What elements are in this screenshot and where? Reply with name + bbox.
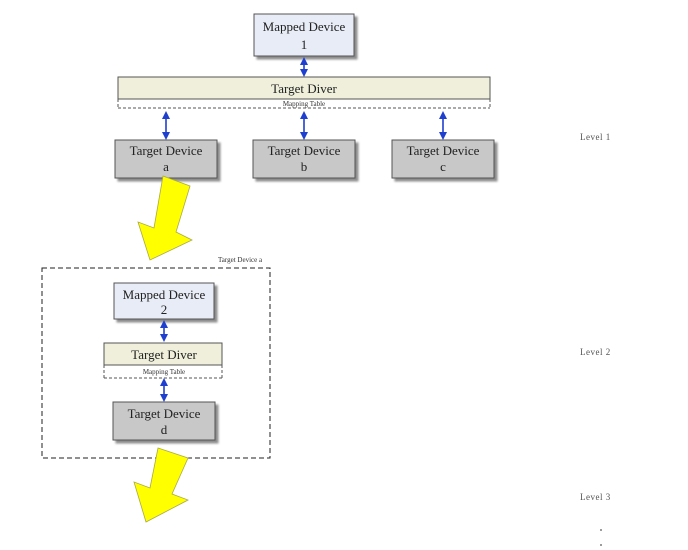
mapping-table-1-label: Mapping Table	[283, 100, 325, 108]
target-driver-1-label: Target Diver	[271, 81, 337, 96]
yellow-down-arrow-1	[137, 175, 193, 261]
group-label: Target Device a	[218, 256, 263, 264]
target-device-d-title: Target Device	[128, 406, 201, 421]
target-device-a: Target Device a	[114, 139, 218, 179]
mapped-device-1: Mapped Device 1	[253, 13, 355, 57]
target-device-d-letter: d	[161, 422, 168, 437]
target-device-c-letter: c	[440, 159, 446, 174]
target-driver-2: Target Diver Mapping Table	[103, 342, 223, 379]
mapping-table-2-label: Mapping Table	[143, 368, 185, 376]
target-device-b: Target Device b	[252, 139, 356, 179]
target-device-d: Target Device d	[112, 401, 216, 441]
target-device-a-letter: a	[163, 159, 169, 174]
mapped-device-2: Mapped Device 2	[113, 282, 215, 320]
target-driver-2-label: Target Diver	[131, 347, 197, 362]
continuation-dot-2	[600, 544, 602, 546]
level-3-label: Level 3	[580, 492, 611, 502]
yellow-down-arrow-2	[133, 447, 189, 523]
continuation-dot-1	[600, 529, 602, 531]
target-device-c: Target Device c	[391, 139, 495, 179]
target-device-c-title: Target Device	[407, 143, 480, 158]
mapped-device-2-number: 2	[161, 302, 168, 317]
target-device-b-title: Target Device	[268, 143, 341, 158]
target-device-b-letter: b	[301, 159, 308, 174]
level-2-label: Level 2	[580, 347, 611, 357]
target-device-a-title: Target Device	[130, 143, 203, 158]
mapped-device-1-number: 1	[301, 37, 308, 52]
target-driver-1: Target Diver Mapping Table	[117, 76, 491, 109]
mapped-device-2-title: Mapped Device	[123, 287, 206, 302]
level-1-label: Level 1	[580, 132, 611, 142]
mapped-device-1-title: Mapped Device	[263, 19, 346, 34]
